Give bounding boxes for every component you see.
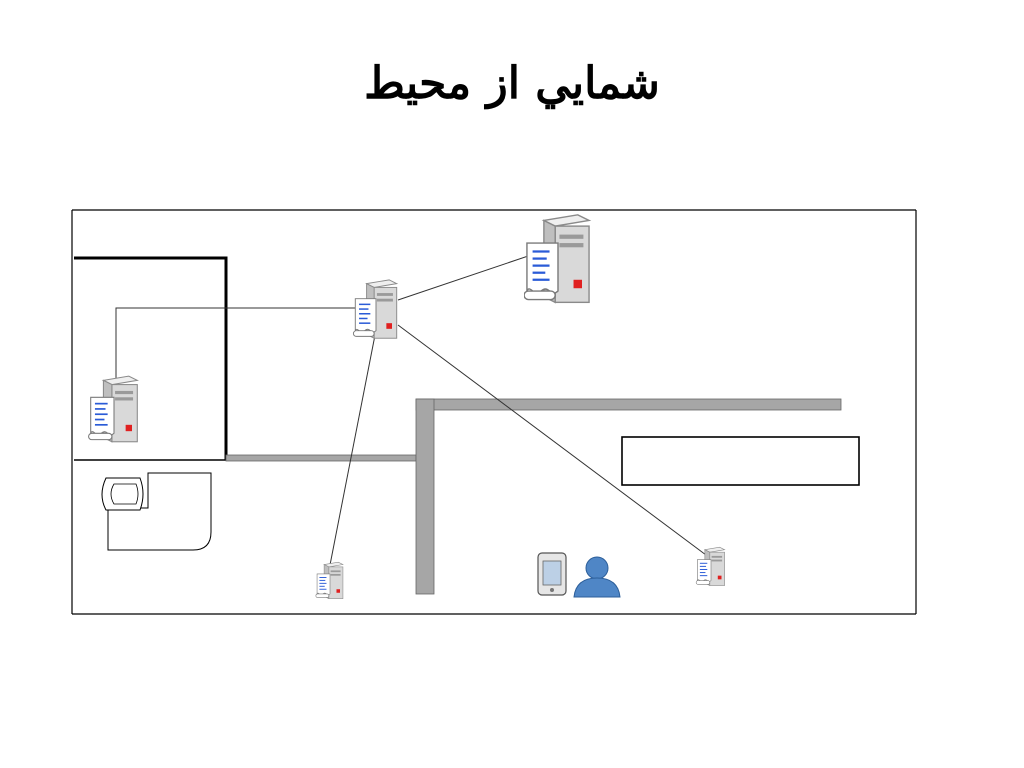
server-document-icon	[88, 375, 139, 443]
server-document-icon	[315, 561, 344, 600]
server-document-icon	[695, 546, 726, 587]
link-bottom-right-server	[397, 324, 707, 556]
mobile-device-icon	[537, 552, 567, 596]
room-outline	[71, 209, 917, 615]
partition-walls	[415, 398, 842, 595]
link-bottom-left-server	[329, 329, 377, 566]
user-icon	[573, 556, 621, 598]
workstation	[101, 472, 212, 551]
page-title: شمايي از محيط	[364, 58, 660, 109]
link-office-server	[115, 307, 375, 385]
server-document-icon	[352, 279, 398, 340]
network-links	[115, 251, 707, 566]
chair-icon	[101, 477, 144, 511]
link-top-server	[397, 251, 541, 301]
desk	[621, 436, 860, 486]
server-document-icon	[524, 213, 591, 304]
